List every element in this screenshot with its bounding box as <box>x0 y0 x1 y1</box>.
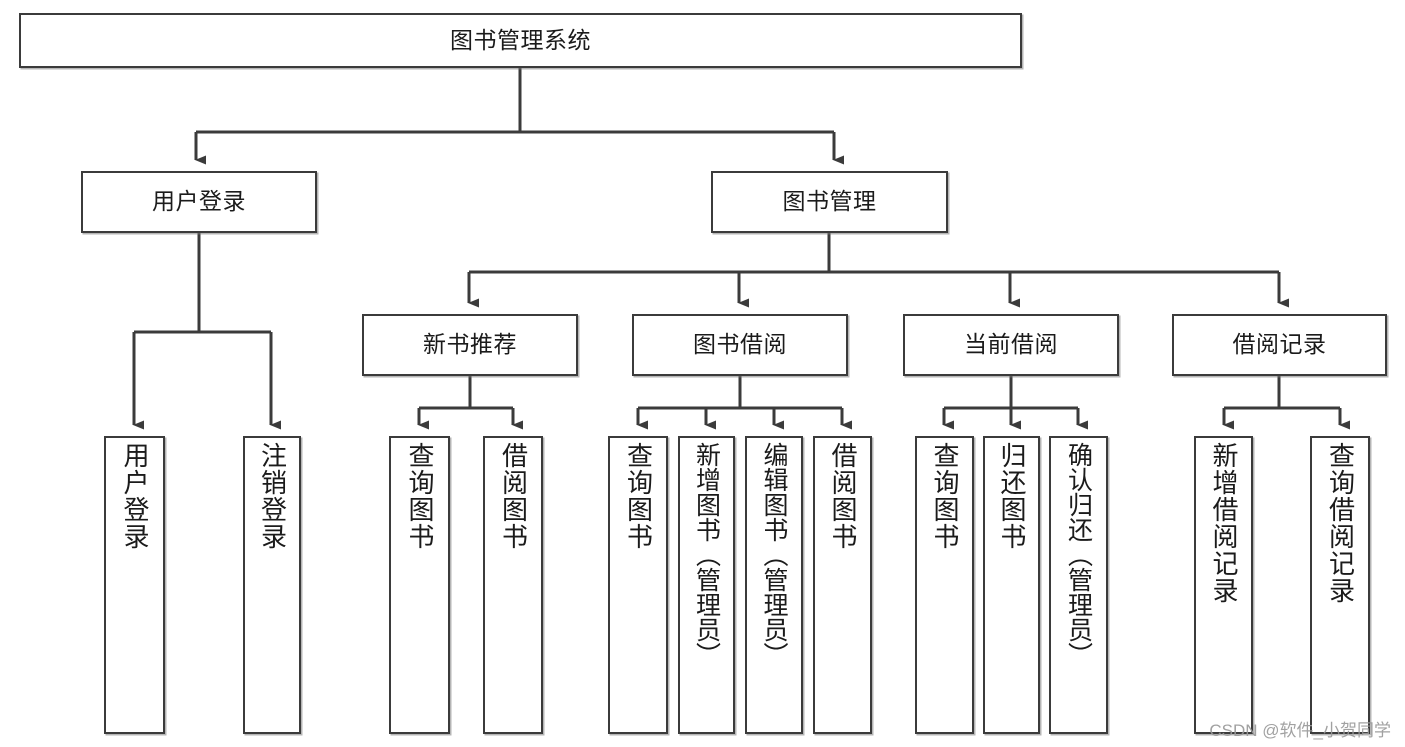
node-leaf-query-borrow-record-label: 查询借阅记录 <box>1325 442 1356 604</box>
node-user-login[interactable]: 用户登录 <box>81 171 317 233</box>
connector-currentborrow-to-leaves <box>942 376 1088 430</box>
node-new-book-recommend[interactable]: 新书推荐 <box>362 314 578 376</box>
node-borrow-record-label: 借阅记录 <box>1232 331 1327 358</box>
node-leaf-confirm-return-admin[interactable]: 确认归还（管理员） <box>1049 436 1108 734</box>
node-current-borrow-label: 当前借阅 <box>964 331 1058 358</box>
node-book-borrow[interactable]: 图书借阅 <box>632 314 848 376</box>
node-leaf-logout-login[interactable]: 注销登录 <box>243 436 301 734</box>
node-leaf-query-book-3[interactable]: 查询图书 <box>915 436 974 734</box>
node-leaf-add-borrow-record-label: 新增借阅记录 <box>1209 442 1240 604</box>
connector-bookmanage-to-level3 <box>467 233 1289 308</box>
node-leaf-borrow-book-2-label: 借阅图书 <box>828 442 859 550</box>
node-book-borrow-label: 图书借阅 <box>693 331 787 358</box>
node-leaf-return-book[interactable]: 归还图书 <box>983 436 1040 734</box>
node-leaf-add-book-admin-label: 新增图书（管理员） <box>692 442 721 667</box>
node-leaf-edit-book-admin[interactable]: 编辑图书（管理员） <box>745 436 803 734</box>
node-leaf-logout-login-label: 注销登录 <box>257 442 288 550</box>
node-leaf-edit-book-admin-label: 编辑图书（管理员） <box>760 442 788 667</box>
node-leaf-borrow-book-1[interactable]: 借阅图书 <box>483 436 543 734</box>
node-book-manage-label: 图书管理 <box>782 188 877 215</box>
csdn-watermark: CSDN @软件_小贺同学 <box>1209 721 1391 740</box>
connector-newbook-to-leaves <box>417 376 523 430</box>
node-root[interactable]: 图书管理系统 <box>19 13 1022 68</box>
node-borrow-record[interactable]: 借阅记录 <box>1172 314 1387 376</box>
node-leaf-query-book-1[interactable]: 查询图书 <box>389 436 450 734</box>
node-leaf-borrow-book-2[interactable]: 借阅图书 <box>813 436 872 734</box>
node-root-label: 图书管理系统 <box>450 26 591 53</box>
node-leaf-confirm-return-admin-label: 确认归还（管理员） <box>1064 442 1093 667</box>
connector-borrowrecord-to-leaves <box>1222 376 1350 430</box>
node-current-borrow[interactable]: 当前借阅 <box>903 314 1119 376</box>
node-book-manage[interactable]: 图书管理 <box>711 171 948 233</box>
node-leaf-add-book-admin[interactable]: 新增图书（管理员） <box>678 436 735 734</box>
node-leaf-borrow-book-1-label: 借阅图书 <box>498 442 529 550</box>
node-leaf-query-book-3-label: 查询图书 <box>930 442 961 550</box>
node-leaf-return-book-label: 归还图书 <box>997 442 1028 550</box>
node-leaf-query-book-1-label: 查询图书 <box>405 442 436 550</box>
node-leaf-user-login-label: 用户登录 <box>120 442 151 550</box>
connector-userlogin-to-leaves <box>132 233 281 430</box>
node-leaf-add-borrow-record[interactable]: 新增借阅记录 <box>1194 436 1253 734</box>
node-leaf-query-book-2-label: 查询图书 <box>623 442 654 550</box>
node-user-login-label: 用户登录 <box>152 188 246 215</box>
node-leaf-query-borrow-record[interactable]: 查询借阅记录 <box>1310 436 1370 734</box>
node-new-book-recommend-label: 新书推荐 <box>423 331 517 358</box>
connector-bookborrow-to-leaves <box>636 376 852 430</box>
node-leaf-query-book-2[interactable]: 查询图书 <box>608 436 668 734</box>
node-leaf-user-login[interactable]: 用户登录 <box>104 436 165 734</box>
connector-root-to-level2 <box>194 68 844 165</box>
